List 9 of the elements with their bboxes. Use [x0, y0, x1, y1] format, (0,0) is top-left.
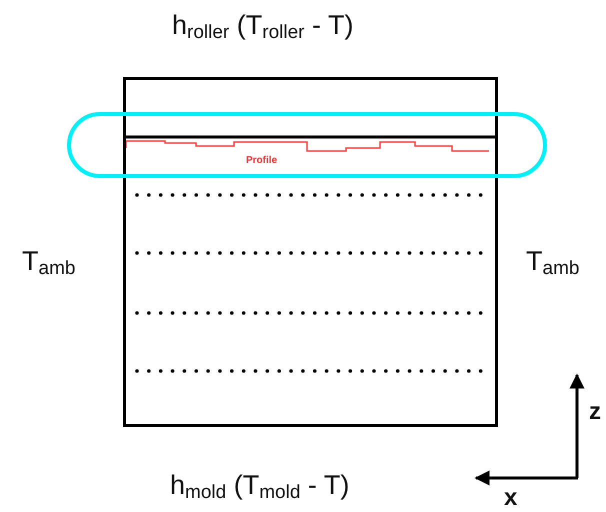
- domain-box: [123, 77, 498, 427]
- heat-flux-label: h$_{roller}$ (T$_{roller}$ - T): [172, 12, 354, 42]
- highlight-band: [67, 112, 547, 178]
- heat-flux-label: h$_{mold}$ (T$_{mold}$ - T): [170, 472, 350, 502]
- axis-label: z: [589, 400, 601, 424]
- axis-label: x: [504, 486, 518, 510]
- profile-label: Profile: [246, 156, 278, 166]
- ambient-temperature-label: T$_{amb}$: [22, 248, 76, 278]
- ambient-temperature-label: T$_{amb}$: [526, 248, 580, 278]
